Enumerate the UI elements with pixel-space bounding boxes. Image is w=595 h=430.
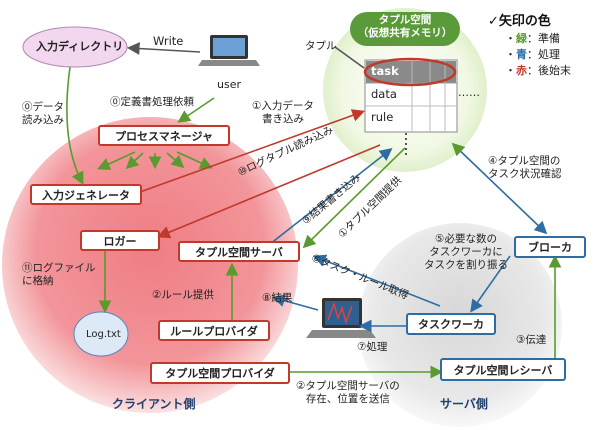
result-label: ⑧結果 [262, 292, 293, 304]
legend-desc: ：準備 [527, 32, 560, 45]
rule-provider-box: ルールプロバイダ [158, 320, 270, 341]
input-write-label: ①入力データ 書き込み [252, 100, 314, 125]
legend-title: ✓矢印の色 [488, 14, 551, 29]
legend-item: ・緑：準備 [505, 30, 560, 46]
log-store-label: ⑪ログファイル に格納 [22, 262, 96, 287]
client-side-label: クライアント側 [112, 397, 196, 411]
input-generator-box: 入力ジェネレータ [30, 184, 142, 205]
def-request-label: ⓪定義書処理依頼 [110, 96, 194, 108]
process-manager-box: プロセスマネージャ [98, 125, 230, 146]
space-receiver-box: タプル空間レシーバ [440, 358, 566, 381]
task-worker-box: タスクワーカ [406, 313, 496, 335]
laptop-icon [198, 35, 260, 66]
logger-box: ロガー [80, 230, 160, 251]
relay-label: ③伝達 [516, 334, 547, 346]
result-arrow [271, 294, 319, 311]
tuple-row-task: task [371, 64, 399, 78]
rule-provide-label: ②ルール提供 [152, 289, 214, 301]
task-rule-get-arrow [313, 254, 441, 307]
task-status-arrow [451, 142, 548, 235]
user-label: user [217, 78, 241, 91]
tuple-ellipsis: …… [458, 86, 480, 99]
tuple-row-data: data [371, 87, 397, 101]
tuple-row-rule: rule [371, 110, 394, 124]
write-arrow [126, 42, 201, 55]
worker-laptop-icon [306, 298, 376, 338]
legend-color-key: 緑 [516, 32, 527, 45]
legend-item: ・青：処理 [505, 46, 560, 62]
input-directory-label: 入力ディレクトリ [36, 40, 124, 53]
tuple-pointer-line [334, 46, 365, 69]
tuple-server-box: タプル空間サーバ [178, 241, 300, 262]
legend-color-key: 青 [516, 48, 527, 61]
tuple-space-title-pill [350, 12, 460, 46]
fanout-arrow-4 [166, 152, 185, 169]
fanout-arrow-1 [97, 151, 136, 170]
assign-task-arrow [470, 255, 511, 313]
server-side-label: サーバ側 [440, 397, 488, 411]
legend-desc: ：後始末 [527, 64, 571, 77]
def-request-arrow [177, 97, 215, 123]
broker-box: ブローカ [514, 236, 586, 258]
process-label: ⑦処理 [357, 341, 388, 353]
data-load-arrow [66, 66, 84, 185]
legend-bullet: ・ [505, 32, 516, 45]
result-write-arrow [269, 148, 393, 245]
legend-desc: ：処理 [527, 48, 560, 61]
log-read-arrow [157, 144, 381, 239]
assign-task-label: ⑤必要な数の タスクワーカに タスクを割り振る [424, 233, 508, 271]
input-write-arrow [139, 109, 366, 193]
write-label: Write [153, 34, 184, 48]
task-highlight-ring [363, 57, 457, 87]
legend-item: ・赤：後始末 [505, 62, 571, 78]
space-provide-arrow [302, 147, 406, 249]
tuple-space-title: タプル空間 （仮想共有メモリ） [357, 14, 453, 39]
legend-color-key: 赤 [516, 64, 527, 77]
task-status-label: ④タプル空間の タスク状況確認 [488, 155, 562, 180]
space-provider-box: タプル空間プロバイダ [150, 362, 290, 384]
log-file-label: Log.txt [86, 329, 121, 340]
legend-bullet: ・ [505, 64, 516, 77]
fanout-arrow-2 [125, 152, 144, 170]
fanout-arrow-5 [176, 151, 213, 169]
space-send-label: ②タプル空間サーバの 存在、位置を送信 [296, 380, 400, 405]
tuple-label: タプル [305, 40, 337, 52]
legend-bullet: ・ [505, 48, 516, 61]
data-load-label: ⓪データ 読み込み [22, 101, 64, 126]
